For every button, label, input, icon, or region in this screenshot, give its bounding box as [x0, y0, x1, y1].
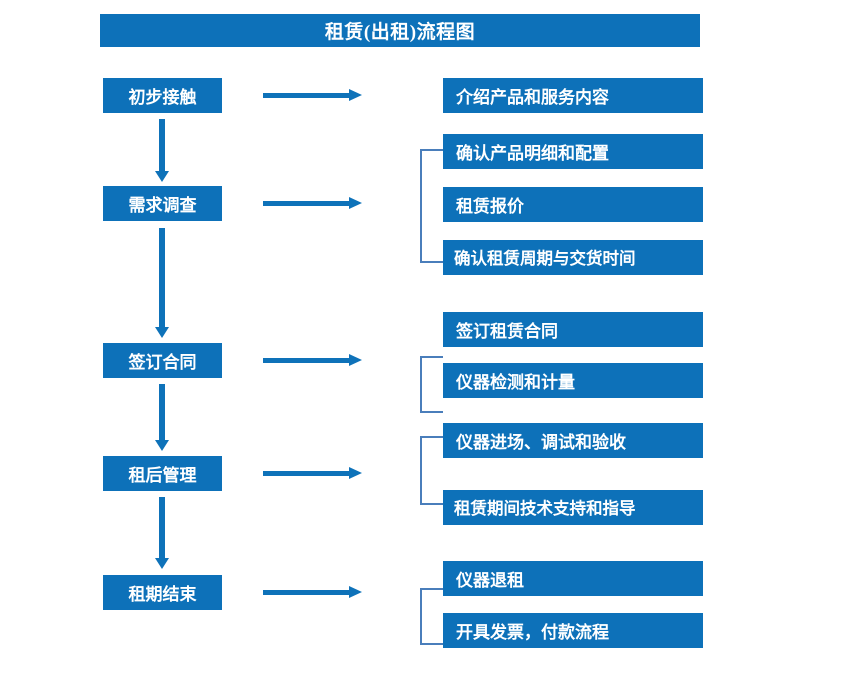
down-arrow-icon-3: [155, 384, 169, 451]
stage-box-5[interactable]: 租期结束: [103, 575, 222, 610]
down-arrow-icon-2: [155, 228, 169, 338]
detail-box-1[interactable]: 介绍产品和服务内容: [443, 78, 703, 113]
right-arrow-icon-5: [263, 586, 363, 598]
detail-box-2[interactable]: 确认产品明细和配置: [443, 134, 703, 169]
flowchart-title: 租赁(出租)流程图: [100, 14, 700, 47]
detail-box-8[interactable]: 租赁期间技术支持和指导: [443, 490, 703, 525]
right-arrow-icon-4: [263, 467, 363, 479]
right-arrow-icon-2: [263, 197, 363, 209]
down-arrow-icon-1: [155, 119, 169, 182]
group-bracket-contract: [420, 356, 443, 413]
group-bracket-requirements: [420, 149, 443, 263]
stage-box-3[interactable]: 签订合同: [103, 343, 222, 378]
down-arrow-icon-4: [155, 497, 169, 569]
stage-box-1[interactable]: 初步接触: [103, 78, 222, 113]
stage-box-4[interactable]: 租后管理: [103, 456, 222, 491]
group-bracket-postrental: [420, 436, 443, 505]
stage-box-2[interactable]: 需求调查: [103, 186, 222, 221]
detail-box-10[interactable]: 开具发票，付款流程: [443, 613, 703, 648]
right-arrow-icon-1: [263, 89, 363, 101]
detail-box-9[interactable]: 仪器退租: [443, 561, 703, 596]
detail-box-5[interactable]: 签订租赁合同: [443, 312, 703, 347]
detail-box-4[interactable]: 确认租赁周期与交货时间: [443, 240, 703, 275]
right-arrow-icon-3: [263, 354, 363, 366]
detail-box-3[interactable]: 租赁报价: [443, 187, 703, 222]
group-bracket-termination: [420, 588, 443, 645]
detail-box-7[interactable]: 仪器进场、调试和验收: [443, 423, 703, 458]
detail-box-6[interactable]: 仪器检测和计量: [443, 363, 703, 398]
